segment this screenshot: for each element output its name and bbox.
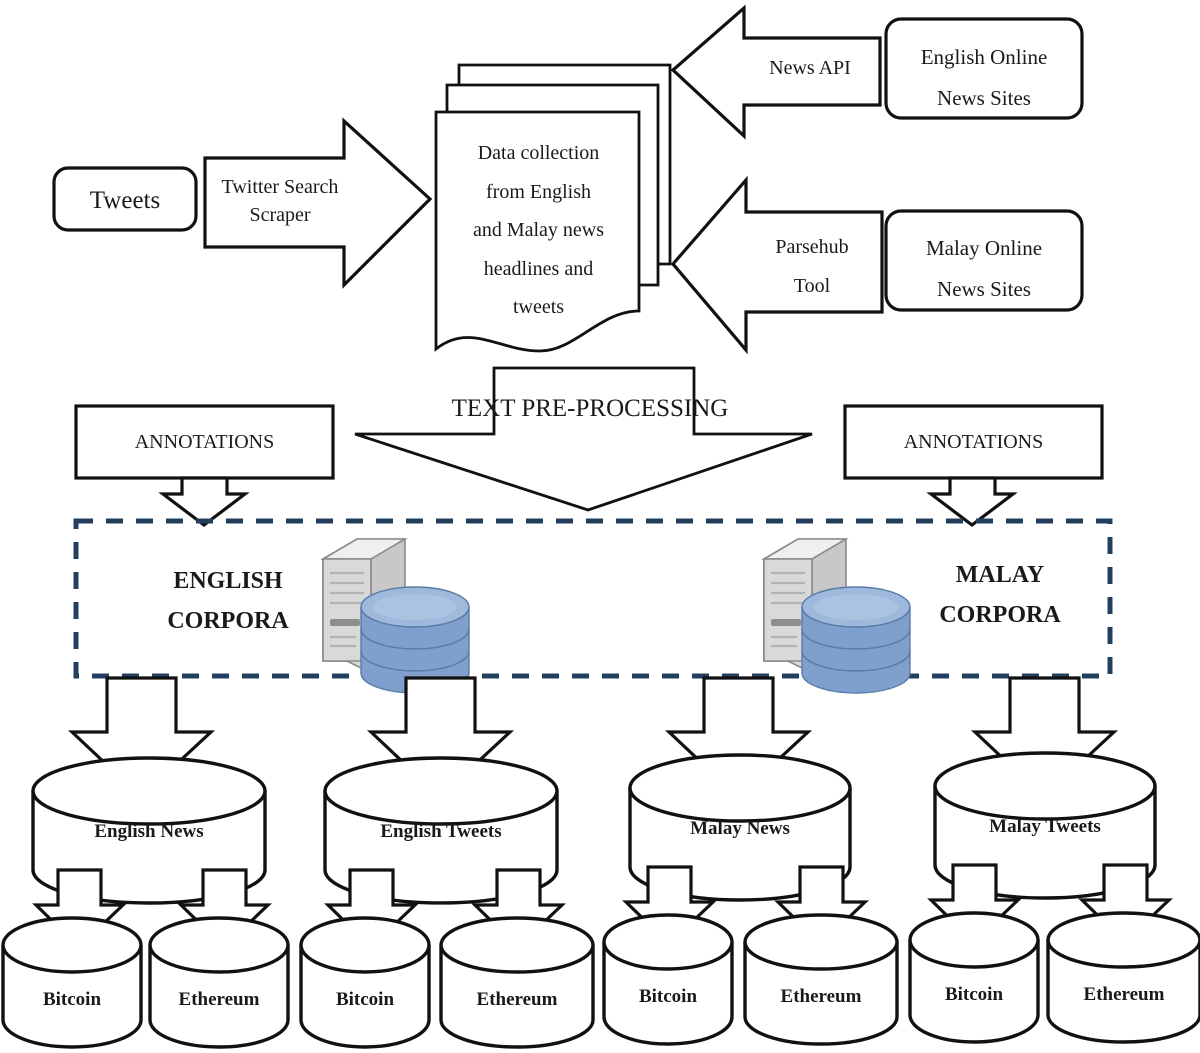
coin-cylinder-6 (743, 913, 899, 1046)
malay-news-sites-box (884, 209, 1084, 312)
parsehub-arrow (670, 175, 884, 355)
english-news-sites-box (884, 17, 1084, 120)
annotations-left-box (74, 404, 335, 480)
coin-cylinder-2 (148, 916, 290, 1049)
corpora-container (73, 518, 1113, 679)
coin-cylinder-3 (299, 916, 431, 1049)
coin-cylinder-7 (908, 911, 1040, 1044)
malay-corpora-server-icon (761, 538, 911, 694)
coin-cylinder-5 (602, 913, 734, 1046)
twitter-scraper-arrow (203, 117, 433, 289)
document-page-front (434, 110, 641, 353)
text-preprocessing-arrow (354, 366, 813, 512)
news-api-arrow (670, 4, 882, 140)
annotations-left-arrow (158, 476, 250, 528)
coin-cylinder-8 (1046, 911, 1200, 1044)
annotations-right-arrow (926, 476, 1018, 528)
coin-cylinder-1 (1, 916, 143, 1049)
coin-cylinder-4 (439, 916, 595, 1049)
english-corpora-server-icon (320, 538, 470, 694)
tweets-box (52, 166, 198, 232)
annotations-right-box (843, 404, 1104, 480)
